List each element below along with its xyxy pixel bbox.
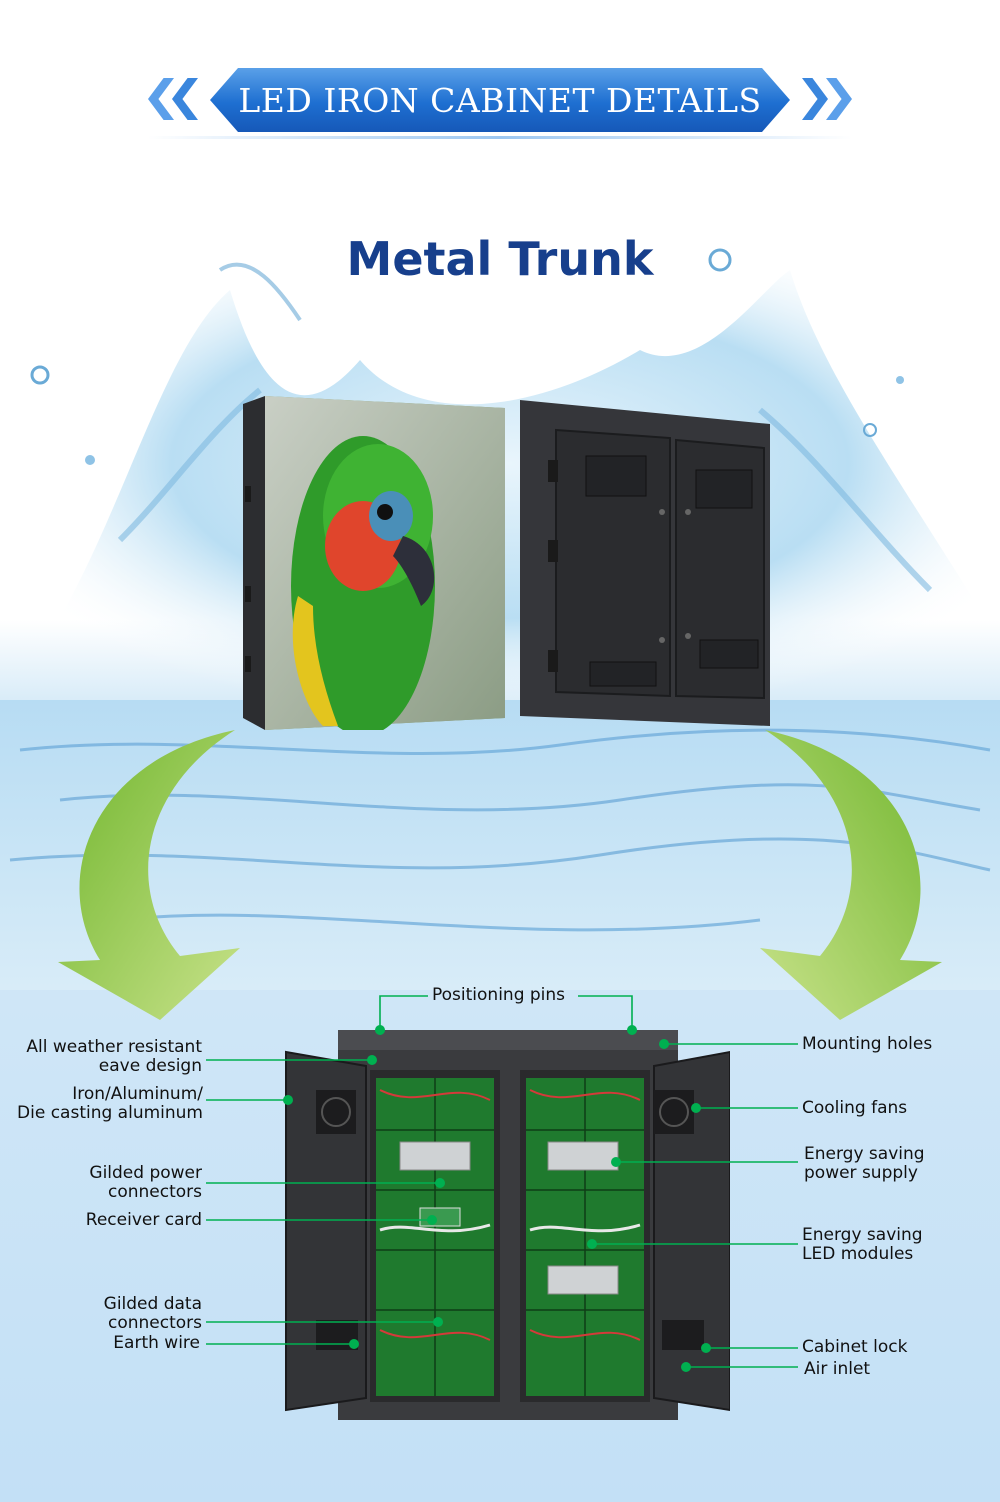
label-eave-design: All weather resistant eave design xyxy=(0,1038,202,1076)
cabinet-back-image xyxy=(520,400,770,726)
label-led-modules: Energy saving LED modules xyxy=(802,1226,923,1264)
label-cabinet-lock: Cabinet lock xyxy=(802,1337,908,1357)
label-air-inlet: Air inlet xyxy=(804,1359,871,1379)
label-power-supply-line2: power supply xyxy=(804,1163,918,1183)
chevron-right-icon xyxy=(826,78,852,120)
label-positioning-pins: Positioning pins xyxy=(432,985,566,1005)
curved-arrow-down-right-icon xyxy=(760,730,942,1020)
label-power-connectors-line1: Gilded power xyxy=(89,1163,202,1183)
banner-title: LED IRON CABINET DETAILS xyxy=(238,80,762,120)
chevron-left-icon xyxy=(172,78,198,120)
label-cooling-fans: Cooling fans xyxy=(802,1098,908,1118)
section-title: Metal Trunk xyxy=(346,232,654,286)
label-data-connectors: Gilded data connectors xyxy=(0,1295,202,1333)
label-power-supply: Energy saving power supply xyxy=(804,1145,925,1183)
label-mounting-holes: Mounting holes xyxy=(802,1034,933,1054)
label-power-connectors: Gilded power connectors xyxy=(0,1164,202,1202)
label-power-supply-line1: Energy saving xyxy=(804,1144,925,1164)
label-led-modules-line1: Energy saving xyxy=(802,1225,923,1245)
cabinet-front-display-image xyxy=(243,396,505,730)
label-data-connectors-line2: connectors xyxy=(107,1313,202,1333)
label-material-line2: Die casting aluminum xyxy=(17,1103,203,1123)
label-power-connectors-line2: connectors xyxy=(107,1182,202,1202)
chevron-right-icon xyxy=(802,78,828,120)
banner-underline xyxy=(148,136,852,139)
label-eave-design-line2: eave design xyxy=(98,1056,202,1076)
curved-arrow-down-left-icon xyxy=(58,730,240,1020)
label-receiver-card: Receiver card xyxy=(85,1210,202,1230)
label-material: Iron/Aluminum/ Die casting aluminum xyxy=(0,1085,203,1123)
banner-ribbon xyxy=(210,68,790,132)
label-eave-design-line1: All weather resistant xyxy=(26,1037,202,1057)
chevron-left-icon xyxy=(148,78,174,120)
cabinet-open-interior-image xyxy=(285,1030,730,1420)
header-banner: LED IRON CABINET DETAILS xyxy=(148,66,852,142)
label-data-connectors-line1: Gilded data xyxy=(103,1294,202,1314)
label-material-line1: Iron/Aluminum/ xyxy=(72,1084,203,1104)
label-led-modules-line2: LED modules xyxy=(802,1244,914,1264)
label-earth-wire: Earth wire xyxy=(113,1333,200,1353)
